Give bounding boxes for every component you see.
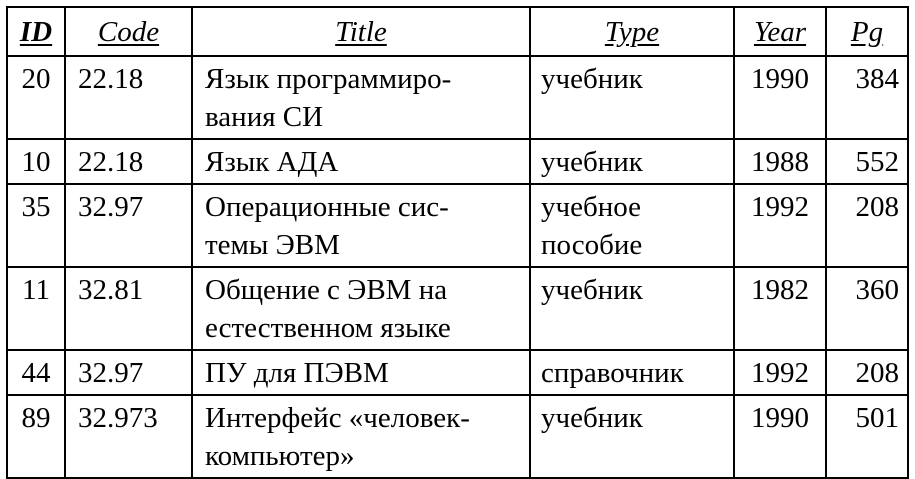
cell-pg: 360 [825, 266, 909, 351]
cell-code: 22.18 [64, 55, 193, 140]
cell-type: учебник [529, 266, 735, 351]
cell-year: 1992 [733, 183, 827, 268]
cell-id: 11 [6, 266, 66, 351]
cell-id: 35 [6, 183, 66, 268]
cell-title: Операционные сис-темы ЭВМ [191, 183, 531, 268]
cell-pg: 208 [825, 183, 909, 268]
cell-pg: 384 [825, 55, 909, 140]
cell-title: Язык программиро-вания СИ [191, 55, 531, 140]
cell-title: Интерфейс «человек-компьютер» [191, 394, 531, 479]
cell-pg: 208 [825, 349, 909, 396]
cell-type: учебник [529, 55, 735, 140]
cell-code: 32.81 [64, 266, 193, 351]
header-row: ID Code Title Type Year Pg [6, 6, 909, 57]
cell-type: справочник [529, 349, 735, 396]
cell-id: 20 [6, 55, 66, 140]
cell-pg: 552 [825, 138, 909, 185]
table-row: 44 32.97 ПУ для ПЭВМ справочник 1992 208 [6, 349, 909, 396]
table-row: 10 22.18 Язык АДА учебник 1988 552 [6, 138, 909, 185]
table-row: 89 32.973 Интерфейс «человек-компьютер» … [6, 394, 909, 479]
cell-pg: 501 [825, 394, 909, 479]
table-row: 35 32.97 Операционные сис-темы ЭВМ учебн… [6, 183, 909, 268]
cell-title: Язык АДА [191, 138, 531, 185]
cell-id: 89 [6, 394, 66, 479]
cell-type: учебник [529, 394, 735, 479]
cell-id: 10 [6, 138, 66, 185]
cell-code: 22.18 [64, 138, 193, 185]
books-table: ID Code Title Type Year Pg 20 22.18 Язык… [6, 6, 909, 479]
header-pg: Pg [825, 6, 909, 57]
header-type: Type [529, 6, 735, 57]
cell-code: 32.97 [64, 183, 193, 268]
cell-year: 1990 [733, 55, 827, 140]
header-id: ID [6, 6, 66, 57]
cell-id: 44 [6, 349, 66, 396]
cell-code: 32.97 [64, 349, 193, 396]
table-row: 20 22.18 Язык программиро-вания СИ учебн… [6, 55, 909, 140]
cell-year: 1990 [733, 394, 827, 479]
header-code: Code [64, 6, 193, 57]
cell-title: ПУ для ПЭВМ [191, 349, 531, 396]
cell-year: 1988 [733, 138, 827, 185]
header-year: Year [733, 6, 827, 57]
header-title: Title [191, 6, 531, 57]
cell-type: учебник [529, 138, 735, 185]
cell-year: 1982 [733, 266, 827, 351]
cell-year: 1992 [733, 349, 827, 396]
cell-code: 32.973 [64, 394, 193, 479]
